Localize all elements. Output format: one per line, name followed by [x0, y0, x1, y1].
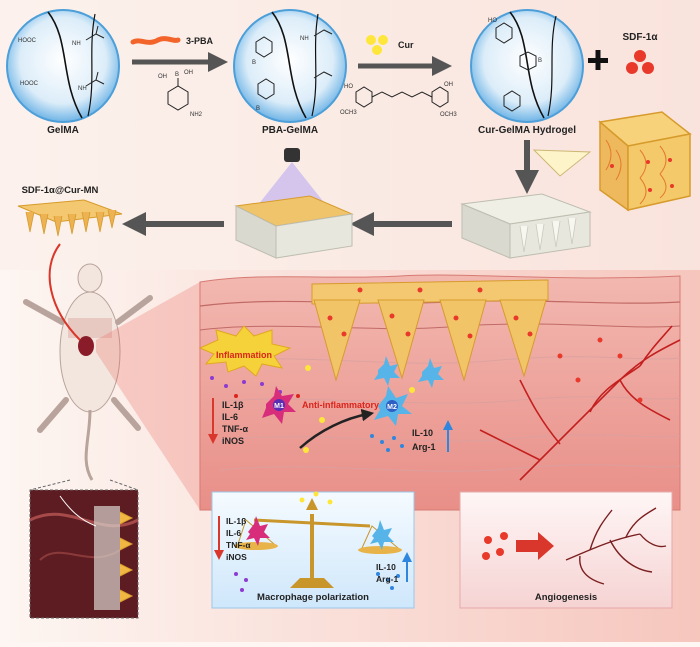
cur-hydrogel-sphere: HO B — [470, 9, 584, 123]
pba-oh-label-2: OH — [158, 74, 167, 80]
pba-nh2-label: NH2 — [190, 112, 203, 118]
panel-pro-marker-4: iNOS — [226, 552, 247, 562]
inset-guide-1 — [29, 479, 71, 491]
m1-label: M1 — [274, 403, 284, 410]
pba-reagent-label: 3-PBA — [186, 36, 214, 46]
macrophage-caption: Macrophage polarization — [257, 592, 369, 603]
cur-och3-label-2: OCH3 — [440, 112, 457, 118]
tissue-anti-marker-2: Arg-1 — [412, 442, 436, 452]
panel-anti-marker-2: Arg-1 — [376, 574, 398, 584]
polarization-arrow — [299, 408, 375, 449]
pba-b-label: B — [175, 72, 179, 78]
m1-macrophage-icon — [262, 386, 296, 424]
tissue-pro-marker-1: IL-1β — [222, 400, 244, 410]
tissue-pro-marker-3: TNF-α — [222, 424, 248, 434]
cytokine-dots — [210, 365, 415, 453]
down-arrow-icon — [208, 398, 218, 444]
cur-och3-label-1: OCH3 — [340, 110, 357, 116]
cur-ho-label: HO — [344, 84, 353, 90]
curcumin-molecule: HO OH OCH3 OCH3 — [340, 82, 457, 118]
panel-up-arrow-icon — [402, 552, 412, 582]
pba-gelma-sphere: B B NH — [233, 9, 347, 123]
panel-pro-marker-3: TNF-α — [226, 540, 251, 550]
pour-icon — [532, 149, 592, 177]
vessel-dots — [557, 337, 643, 403]
mn-label: SDF-1α@Cur-MN — [22, 185, 99, 196]
cur-oh-label: OH — [444, 82, 453, 88]
pba-gelma-b-label-1: B — [252, 60, 256, 66]
mn-patch — [17, 199, 123, 237]
panel-down-arrow-icon — [214, 516, 224, 560]
tissue-section — [199, 274, 681, 511]
apply-arrow — [48, 243, 81, 341]
pba-gelma-label: PBA-GelMA — [262, 125, 318, 136]
cur-spheres — [366, 35, 388, 55]
pba-strand — [130, 36, 181, 45]
nh-label-2: NH — [78, 86, 87, 92]
mn-in-mold — [234, 195, 354, 259]
angiogenesis-panel — [459, 491, 673, 609]
cooh-label-1: HOOC — [18, 38, 37, 44]
up-arrow-icon — [443, 420, 453, 452]
anti-cytokine-dots — [370, 434, 404, 452]
zoom-cone — [96, 282, 200, 510]
cur-reagent-label: Cur — [398, 40, 414, 50]
tissue-anti-marker-1: IL-10 — [412, 428, 433, 438]
panel-pro-marker-2: IL-6 — [226, 528, 241, 538]
m2-label: M2 — [387, 404, 397, 411]
tissue-pro-marker-2: IL-6 — [222, 412, 238, 422]
rat-illustration — [23, 263, 153, 481]
panel-anti-marker-1: IL-10 — [376, 562, 396, 572]
nh-label-1: NH — [72, 41, 81, 47]
hydrogel-cube — [598, 111, 692, 212]
cur-hydrogel-label: Cur-GelMA Hydrogel — [478, 125, 576, 136]
gelma-label: GelMA — [47, 125, 79, 136]
hydrogel-ho-label: HO — [488, 18, 497, 24]
heart-detail — [29, 495, 139, 610]
pba-gelma-b-label-2: B — [256, 106, 260, 112]
gelma-sphere: HOOC HOOC NH NH — [6, 9, 120, 123]
inflammation-burst — [198, 325, 292, 377]
plus-icon — [588, 50, 608, 70]
pba-oh-label-1: OH — [184, 70, 193, 76]
panel-pro-marker-1: IL-1β — [226, 516, 246, 526]
sdf-spheres — [626, 50, 654, 74]
mn-patch-on-skin — [311, 279, 549, 382]
macrophage-panel — [211, 491, 415, 609]
pba-gelma-nh-label: NH — [300, 36, 309, 42]
inflammation-label: Inflammation — [216, 350, 272, 360]
cooh-label-2: HOOC — [20, 81, 39, 87]
pba-molecule: B OH OH NH2 — [158, 70, 203, 118]
mold-block — [460, 193, 592, 259]
anti-inflammatory-label: Anti-inflammatory — [302, 400, 379, 410]
angiogenesis-caption: Angiogenesis — [535, 592, 597, 603]
tissue-pro-marker-4: iNOS — [222, 436, 244, 446]
sdf-label: SDF-1α — [622, 32, 658, 43]
m2-macrophage-icon — [374, 386, 412, 426]
hydrogel-b-label: B — [538, 58, 542, 64]
blood-vessels — [479, 325, 681, 481]
m2-small-icons — [374, 356, 444, 388]
